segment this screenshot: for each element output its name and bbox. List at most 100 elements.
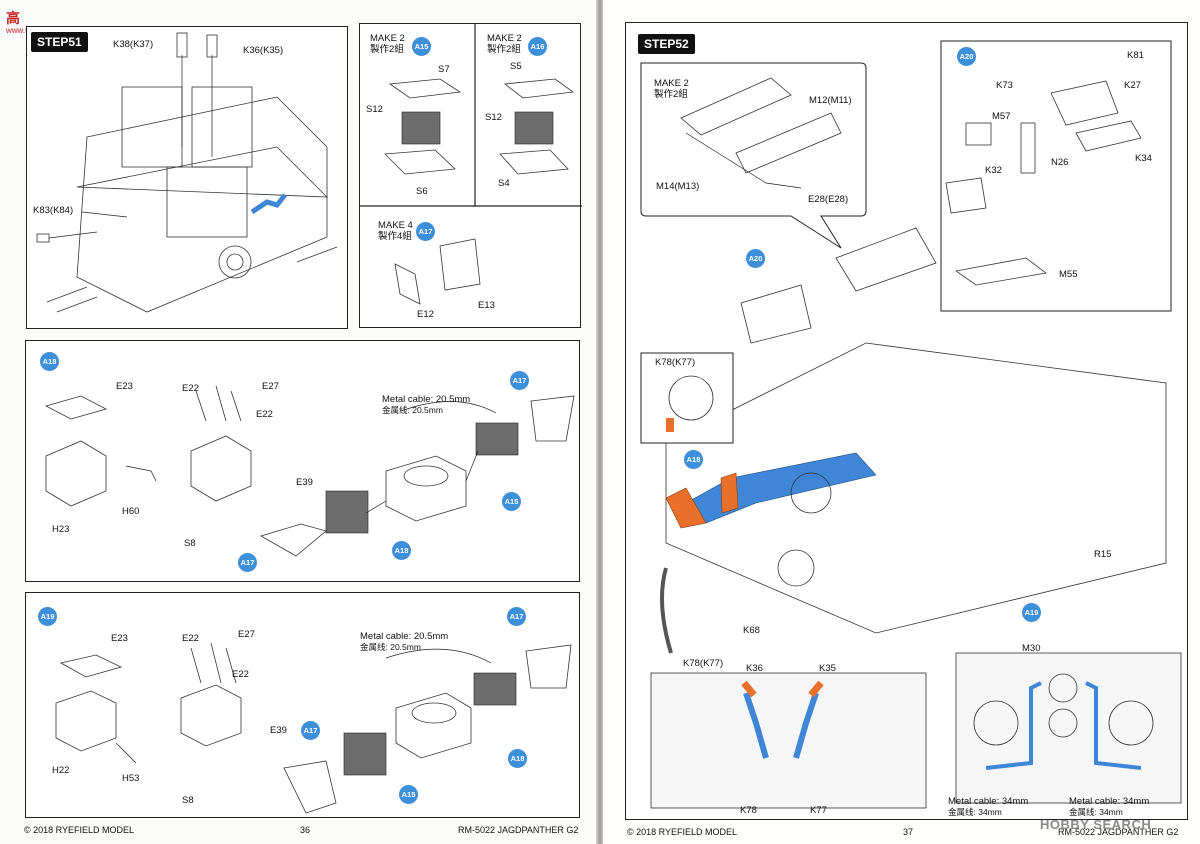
label-k78-bottom: K78(K77) — [683, 658, 724, 669]
a19-cable: Metal cable: 20.5mm — [360, 631, 449, 642]
label-k83: K83(K84) — [33, 205, 74, 216]
label-m55: M55 — [1059, 269, 1078, 280]
label-k73: K73 — [996, 80, 1013, 91]
cable-right: Metal cable: 34mm — [1069, 796, 1150, 807]
footer-product-right: RM-5022 JAGDPANTHER G2 — [1058, 827, 1179, 837]
label-k78-view: K78 — [740, 805, 757, 816]
a18-panel: A18 E23 E22 E27 E22 H60 — [25, 340, 580, 582]
step52-badge-a19: A19 — [1022, 603, 1041, 622]
a18-label-h60: H60 — [122, 506, 140, 517]
step51-panel: STEP51 K38(K37) — [26, 26, 348, 329]
a18-label-e23: E23 — [116, 381, 133, 392]
a19-label-e22b: E22 — [232, 669, 249, 680]
a18-label-e27: E27 — [262, 381, 279, 392]
subassembly-panel: MAKE 2 製作2組 A15 S7 S12 S6 MAKE 2 製作2組 A1… — [359, 23, 582, 328]
footer-page-number-right: 37 — [903, 827, 914, 837]
label-k78-top: K78(K77) — [655, 357, 696, 368]
a19-label-e22a: E22 — [182, 633, 199, 644]
footer-product-left: RM-5022 JAGDPANTHER G2 — [458, 825, 579, 835]
label-m12: M12(M11) — [809, 95, 852, 106]
label-k35-bottom: K35 — [819, 663, 836, 674]
step52-drawing — [640, 40, 1182, 809]
footer-page-number-left: 36 — [300, 825, 311, 835]
a18-badge-a18: A18 — [392, 541, 411, 560]
label-k68: K68 — [743, 625, 760, 636]
a18-drawing — [44, 385, 575, 557]
label-n26: N26 — [1051, 157, 1069, 168]
step52-badge-a18: A18 — [684, 450, 703, 469]
label-k36: K36(K35) — [243, 45, 284, 56]
a19-label-h22: H22 — [52, 765, 70, 776]
label-k38: K38(K37) — [113, 39, 154, 50]
watermark-hobby-search: HOBBY SEARCH — [1040, 817, 1152, 832]
step51-title: STEP51 — [31, 32, 88, 52]
a18-label-e39: E39 — [296, 477, 313, 488]
step52-panel: STEP52 — [625, 22, 1188, 820]
page-36: 高 www.tbsun.com STEP51 — [0, 0, 597, 844]
label-k77-view: K77 — [810, 805, 827, 816]
badge-a16: A16 — [528, 37, 547, 56]
a19-panel: A19 E23 E22 E27 E22 H22 H53 E39 — [25, 592, 580, 818]
a19-label-e39: E39 — [270, 725, 287, 736]
label-k27: K27 — [1124, 80, 1141, 91]
label-k34: K34 — [1135, 153, 1152, 164]
a18-badge-a15: A15 — [502, 492, 521, 511]
subassembly-dividers — [360, 24, 582, 305]
label-m30: M30 — [1022, 643, 1041, 654]
label-k32: K32 — [985, 165, 1002, 176]
label-s6: S6 — [416, 186, 428, 197]
a19-cable-cn: 金属线: 20.5mm — [360, 642, 421, 652]
label-e28: E28(E28) — [808, 194, 849, 205]
label-m57: M57 — [992, 111, 1011, 122]
a19-badge-a15: A15 — [399, 785, 418, 804]
label-m14: M14(M13) — [656, 181, 700, 192]
label-s12-b: S12 — [485, 112, 502, 123]
badge-a17: A17 — [416, 222, 435, 241]
a19-badge-a18: A18 — [508, 749, 527, 768]
a18-badge-a17-top: A17 — [510, 371, 529, 390]
a17-make: MAKE 4 — [378, 220, 413, 231]
a19-label-e27: E27 — [238, 629, 255, 640]
a15-make: MAKE 2 — [370, 33, 405, 44]
a20-box-badge: A20 — [957, 47, 976, 66]
label-s4: S4 — [498, 178, 510, 189]
label-e12: E12 — [417, 309, 434, 320]
step52-badge-a20: A20 — [746, 249, 765, 268]
a16-make-cn: 製作2組 — [487, 44, 521, 55]
step51-engine-drawing — [36, 32, 338, 313]
footer-copyright-left: © 2018 RYEFIELD MODEL — [24, 825, 135, 835]
label-s12-a: S12 — [366, 104, 383, 115]
cable-right-cn: 金属线: 34mm — [1069, 807, 1123, 817]
label-k81: K81 — [1127, 50, 1144, 61]
page-37: STEP52 — [603, 0, 1200, 844]
footer-copyright-right: © 2018 RYEFIELD MODEL — [627, 827, 738, 837]
a18-badge-a17-bottom: A17 — [238, 553, 257, 572]
label-k36-bottom: K36 — [746, 663, 763, 674]
panel-badge-a19: A19 — [38, 607, 57, 626]
a18-cable: Metal cable: 20.5mm — [382, 394, 471, 405]
a19-badge-a17-top: A17 — [507, 607, 526, 626]
a18-cable-cn: 金属线: 20.5mm — [382, 405, 443, 415]
cable-left: Metal cable: 34mm — [948, 796, 1029, 807]
label-s7: S7 — [438, 64, 450, 75]
step52-make: MAKE 2 — [654, 78, 689, 89]
label-e13: E13 — [478, 300, 495, 311]
a18-label-s8: S8 — [184, 538, 196, 549]
a18-label-e22a: E22 — [182, 383, 199, 394]
panel-badge-a18: A18 — [40, 352, 59, 371]
a18-label-e22b: E22 — [256, 409, 273, 420]
step52-title: STEP52 — [638, 34, 695, 54]
watermark-logo: 高 — [6, 10, 20, 26]
label-r15: R15 — [1094, 549, 1112, 560]
page-gutter — [596, 0, 604, 844]
a19-label-s8: S8 — [182, 795, 194, 806]
step52-make-cn: 製作2組 — [654, 89, 688, 100]
cable-left-cn: 金属线: 34mm — [948, 807, 1002, 817]
a19-drawing — [55, 642, 572, 814]
a19-label-h53: H53 — [122, 773, 140, 784]
a15-make-cn: 製作2組 — [370, 44, 404, 55]
label-s5: S5 — [510, 61, 522, 72]
a19-label-e23: E23 — [111, 633, 128, 644]
a16-make: MAKE 2 — [487, 33, 522, 44]
